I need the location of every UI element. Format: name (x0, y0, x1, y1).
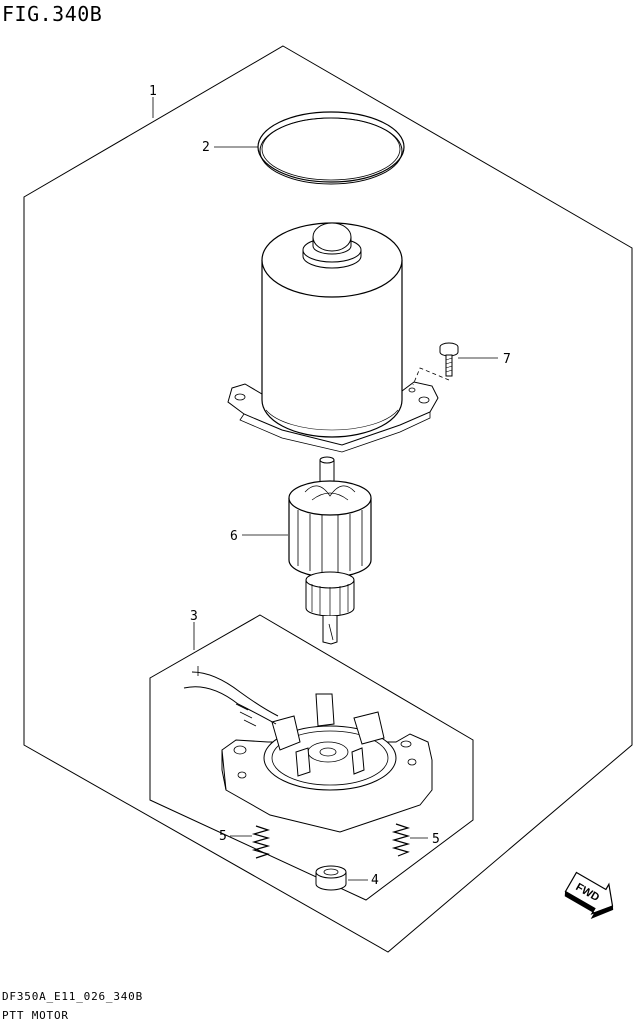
callout-2: 2 (202, 140, 210, 155)
part-2-o-ring (257, 111, 405, 185)
assembly-outline-3 (149, 614, 474, 901)
callout-7: 7 (503, 352, 511, 367)
callout-1: 1 (149, 84, 157, 99)
leader-lines (152, 97, 498, 881)
part-3-brush-holder (183, 666, 433, 833)
assembly-outline-1 (23, 45, 633, 953)
drawing-code: DF350A_E11_026_340B (2, 990, 144, 1003)
part-7-screw (412, 342, 459, 386)
callout-5-left: 5 (219, 829, 227, 844)
callout-6: 6 (230, 529, 238, 544)
callout-3: 3 (190, 609, 198, 624)
callout-4: 4 (371, 873, 379, 888)
motor-housing (227, 222, 439, 453)
callout-5-right: 5 (432, 832, 440, 847)
fwd-arrow-icon: FWD (564, 871, 614, 919)
figure-caption: PTT MOTOR (2, 1009, 69, 1022)
part-6-armature (288, 456, 372, 645)
part-5-spring-left (251, 825, 271, 859)
part-4-bushing (315, 865, 347, 891)
part-5-spring-right (391, 823, 411, 857)
figure-title: FIG.340B (2, 2, 103, 26)
